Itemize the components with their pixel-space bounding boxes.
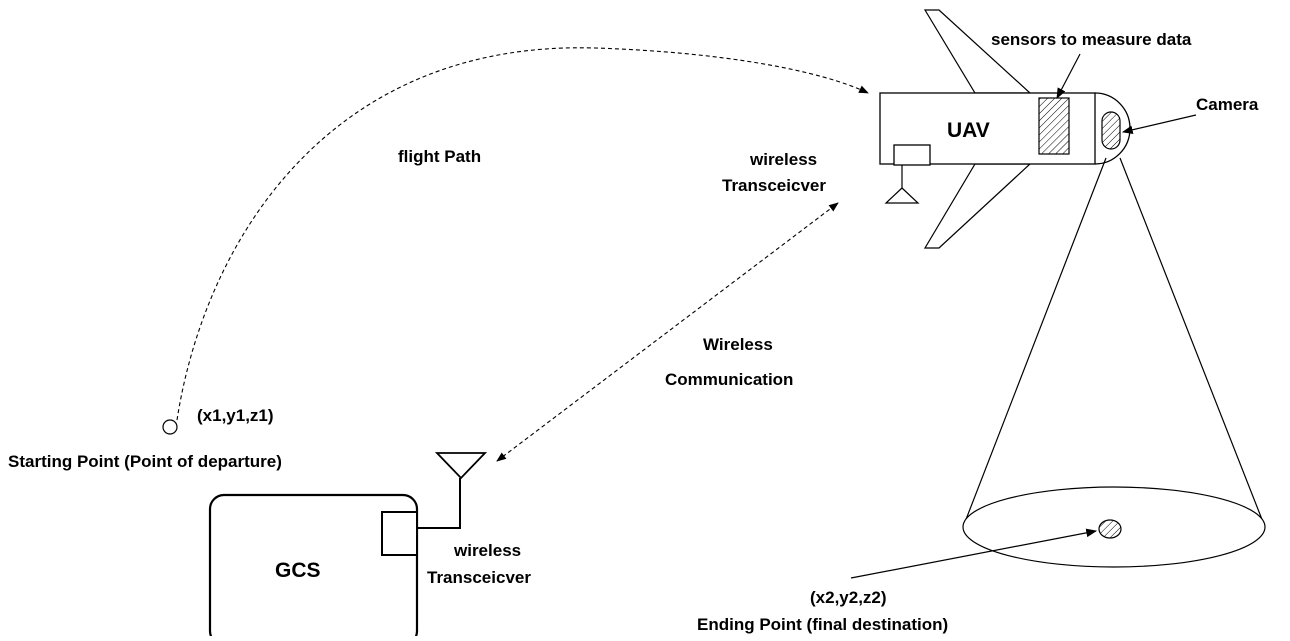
camera-pointer [1121, 114, 1197, 135]
wireless-comm-label-2: Communication [665, 370, 793, 389]
uav-transceiver-box [893, 144, 931, 166]
uav-lower-wing [923, 163, 1032, 249]
sensors-label: sensors to measure data [991, 30, 1192, 49]
flight-path-label: flight Path [398, 147, 481, 166]
camera-cone-left [964, 157, 1107, 523]
uav-upper-wing [923, 9, 1032, 94]
uav-antenna-icon [884, 187, 920, 204]
uav-transceiver-label-2: Transceicver [722, 176, 826, 195]
starting-point-label: Starting Point (Point of departure) [8, 452, 282, 471]
gcs-transceiver-label-2: Transceicver [427, 568, 531, 587]
uav-transceiver-label-1: wireless [749, 150, 817, 169]
gcs-antenna-mast [417, 478, 461, 529]
wireless-link [496, 202, 839, 462]
sensor-block [1038, 97, 1070, 155]
ending-point-marker [1098, 519, 1122, 539]
sensors-pointer [1056, 53, 1081, 99]
gcs-label: GCS [275, 559, 321, 582]
starting-point-marker [162, 419, 178, 435]
flight-path-arc [176, 47, 869, 421]
ending-point-label: Ending Point (final destination) [697, 615, 948, 634]
gcs-transceiver-label-1: wireless [453, 541, 521, 560]
camera-cone-right [1119, 157, 1264, 523]
wireless-comm-label-1: Wireless [703, 335, 773, 354]
camera-label: Camera [1196, 95, 1259, 114]
ending-point-pointer [850, 528, 1098, 579]
camera-icon [1101, 111, 1121, 150]
uav-label: UAV [947, 119, 990, 142]
end-coords-label: (x2,y2,z2) [810, 588, 887, 607]
gcs-transceiver-box [381, 511, 418, 556]
gcs-box [208, 493, 419, 641]
gcs-antenna-icon [434, 452, 488, 480]
start-coords-label: (x1,y1,z1) [197, 406, 274, 425]
